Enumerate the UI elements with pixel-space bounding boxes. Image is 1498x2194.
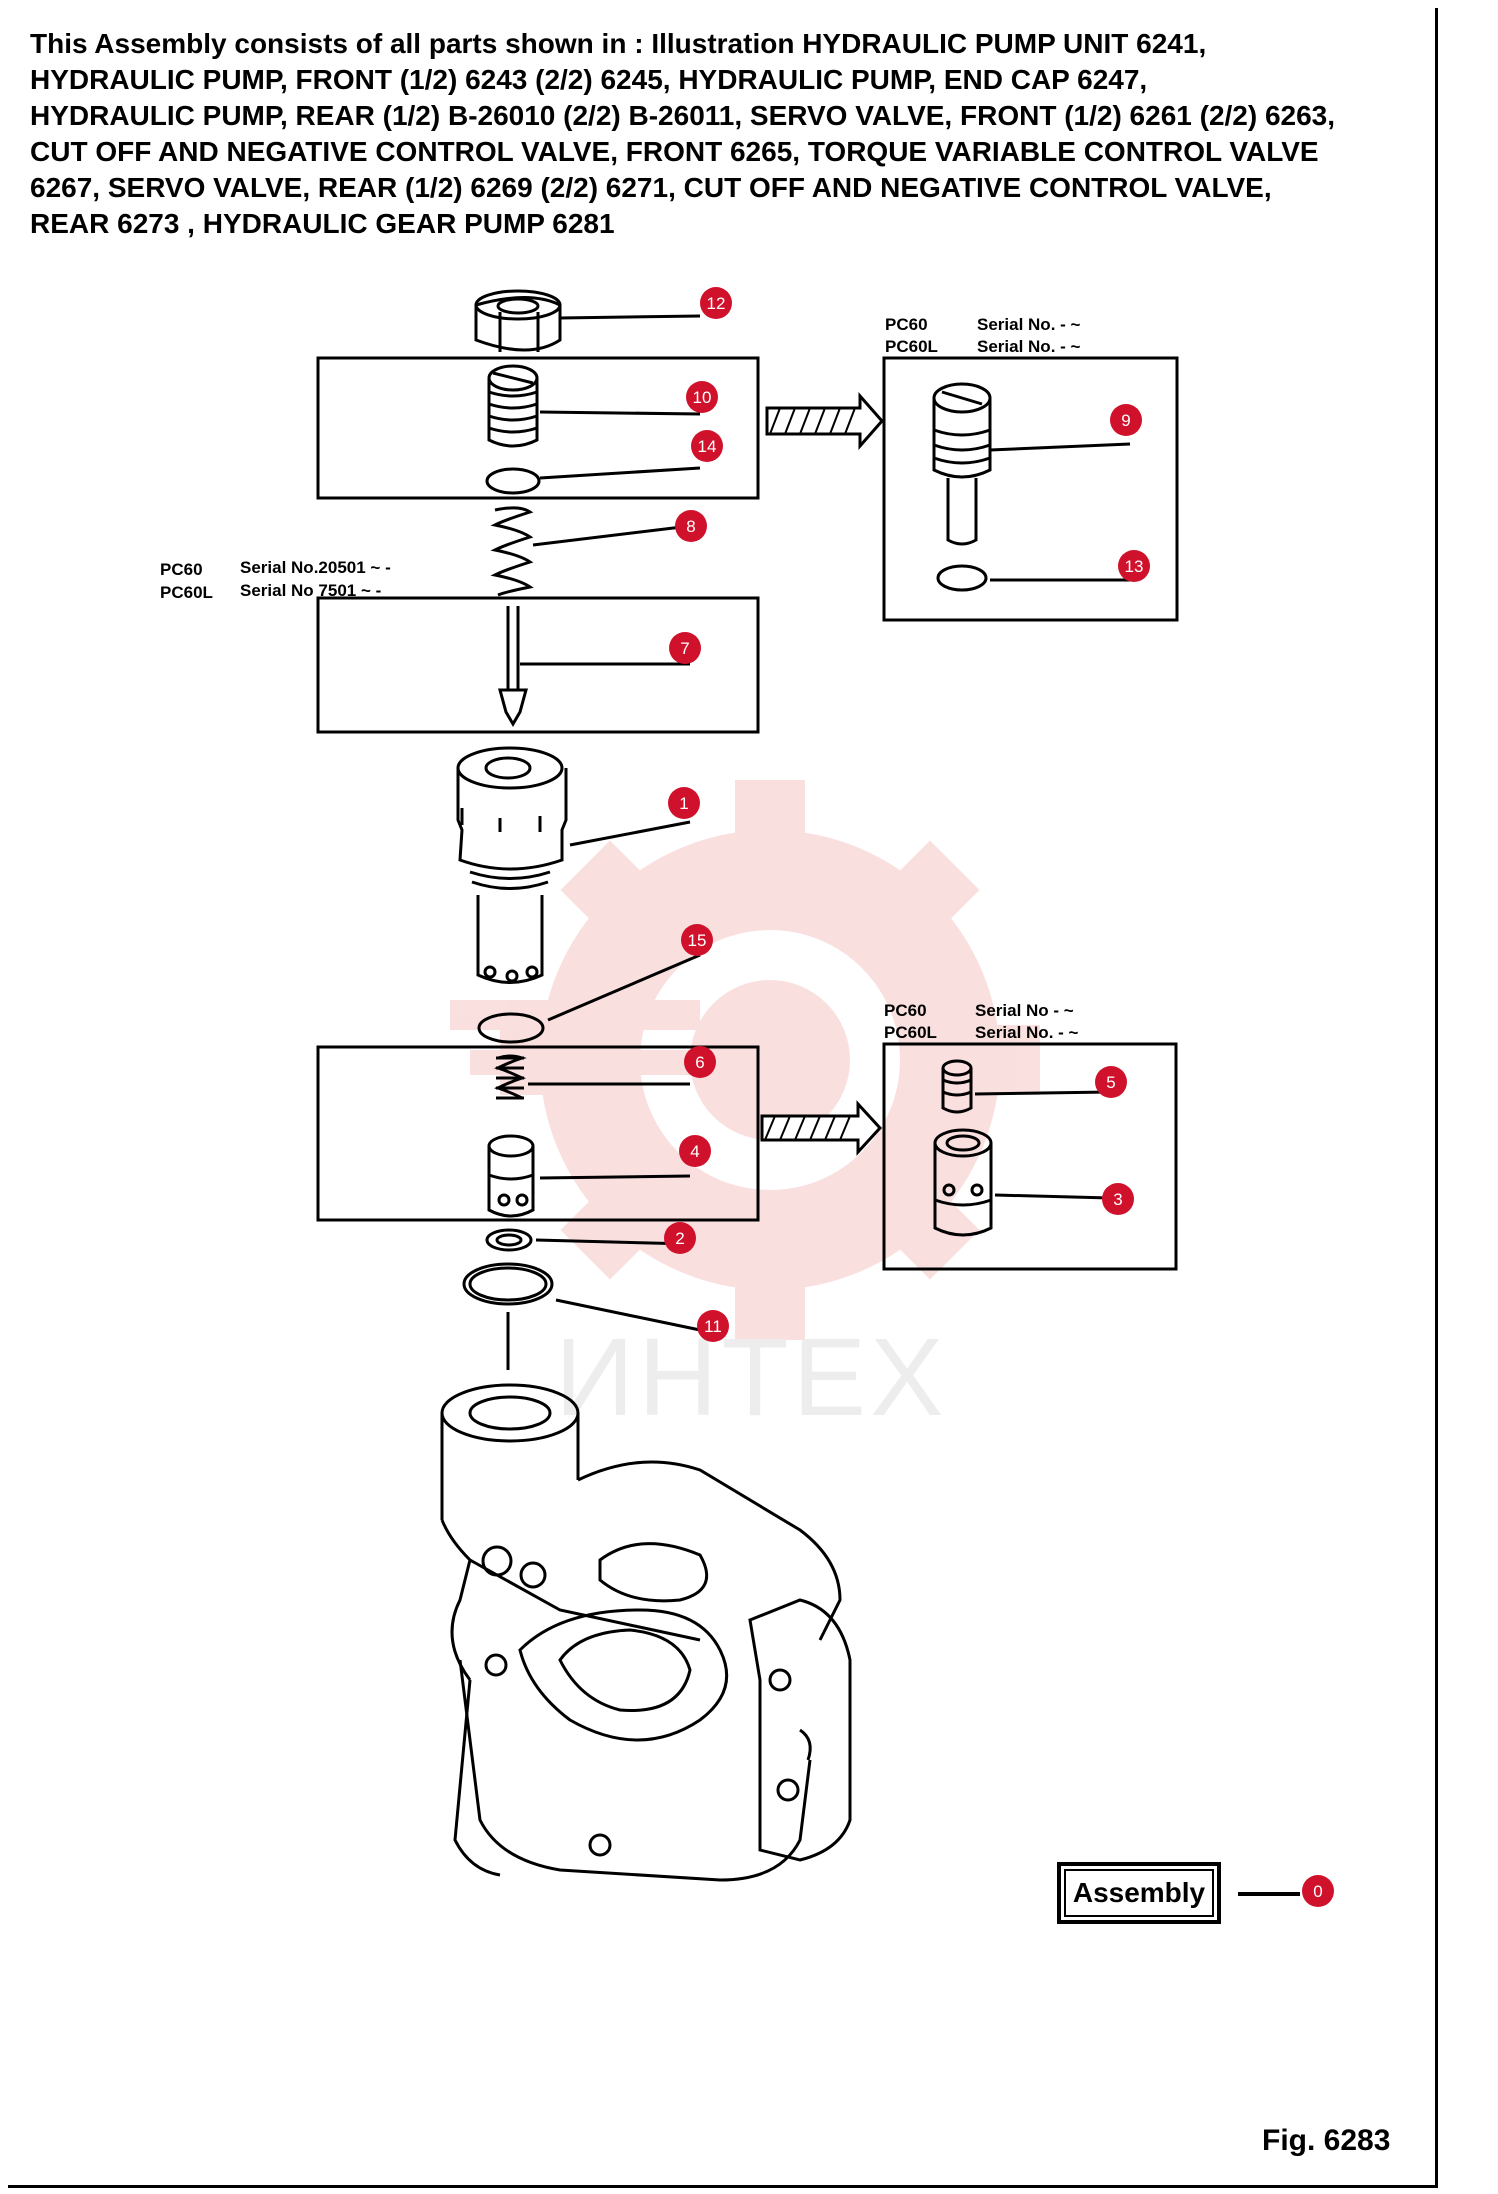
callout-number: 9 [1121,411,1130,430]
callouts: 12 10 14 9 8 13 7 1 15 6 5 4 3 2 11 0 [664,287,1334,1907]
callout-10[interactable]: 10 [686,381,718,413]
variant-box-top [316,356,760,500]
callout-number: 2 [675,1229,684,1248]
callout-14[interactable]: 14 [691,430,723,462]
serial-model: PC60L [884,1023,937,1042]
callout-9[interactable]: 9 [1110,404,1142,436]
arrow-upper [765,392,884,450]
callout-3[interactable]: 3 [1102,1183,1134,1215]
callout-number: 15 [688,931,707,950]
part-3-spool-variant [933,1128,1111,1237]
part-7-needle [498,606,690,727]
serial-model: PC60L [160,583,213,602]
callout-number: 4 [690,1142,699,1161]
callout-number: 10 [693,388,712,407]
callout-7[interactable]: 7 [669,632,701,664]
serial-range: Serial No.20501 ~ - [240,558,391,577]
variant-box-middle [316,596,760,734]
part-13-o-ring-variant [936,564,1130,592]
assembly-label: Assembly [1072,1877,1206,1908]
serial-model: PC60 [885,315,928,334]
part-5-spring-variant [941,1059,1111,1114]
pump-housing [440,1383,852,1882]
part-1-valve-body [456,746,691,984]
variant-box-right-lower [882,1042,1178,1271]
callout-number: 12 [707,294,726,313]
callout-number: 8 [686,517,695,536]
part-6-small-spring [494,1054,690,1100]
arrow-lower [760,1100,883,1156]
callout-13[interactable]: 13 [1118,550,1150,582]
callout-number: 5 [1106,1073,1115,1092]
callout-8[interactable]: 8 [675,510,707,542]
part-9-plug-variant [932,382,1131,546]
serial-note-top-right: PC60 Serial No. - ~ PC60L Serial No. - ~ [885,315,1081,356]
variant-box-lower [316,1045,760,1222]
callout-0[interactable]: 0 [1302,1875,1334,1907]
serial-range: Serial No - ~ [975,1001,1074,1020]
part-8-spring [490,506,691,597]
serial-range: Serial No. - ~ [977,315,1081,334]
serial-range: Serial No 7501 ~ - [240,581,381,600]
assembly-button[interactable]: Assembly [1057,1862,1221,1924]
part-11-o-ring [462,1262,701,1370]
callout-12[interactable]: 12 [700,287,732,319]
figure-number: Fig. 6283 [1262,2124,1391,2157]
assembly-description: This Assembly consists of all parts show… [30,28,1336,239]
callout-4[interactable]: 4 [679,1135,711,1167]
callout-number: 14 [698,437,717,456]
callout-number: 11 [704,1317,722,1336]
part-15-o-ring [477,953,701,1044]
part-12-nut [474,289,701,352]
callout-6[interactable]: 6 [684,1046,716,1078]
callout-number: 13 [1125,557,1144,576]
part-14-o-ring [485,466,701,495]
serial-note-left: PC60 Serial No.20501 ~ - PC60L Serial No… [160,558,391,602]
serial-range: Serial No. - ~ [975,1023,1079,1042]
serial-model: PC60L [885,337,938,356]
part-10-plug [487,364,701,448]
callout-number: 1 [679,794,688,813]
serial-range: Serial No. - ~ [977,337,1081,356]
part-2-washer [485,1228,691,1252]
part-4-spool [487,1134,691,1218]
serial-model: PC60 [884,1001,927,1020]
callout-number: 7 [680,639,689,658]
callout-5[interactable]: 5 [1095,1066,1127,1098]
callout-1[interactable]: 1 [668,787,700,819]
watermark-text: ИНТЕХ [555,1316,947,1439]
serial-note-bottom-right: PC60 Serial No - ~ PC60L Serial No. - ~ [884,1001,1079,1042]
page-frame [8,8,1438,2188]
callout-number: 0 [1313,1882,1322,1901]
callout-number: 6 [695,1053,704,1072]
watermark-logo [450,780,1040,1340]
assembly-box-inner-border [1064,1869,1214,1917]
serial-model: PC60 [160,560,203,579]
callout-15[interactable]: 15 [681,924,713,956]
callout-2[interactable]: 2 [664,1222,696,1254]
callout-number: 3 [1113,1190,1122,1209]
callout-11[interactable]: 11 [697,1310,729,1342]
variant-box-right-top [882,356,1179,622]
